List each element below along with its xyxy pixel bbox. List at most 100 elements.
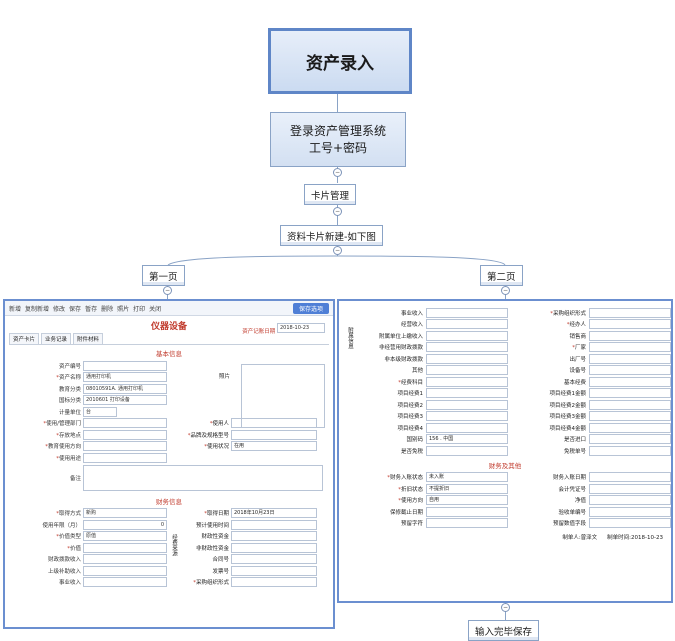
field-input[interactable] [589,434,671,445]
login-topic[interactable]: 登录资产管理系统工号+密码 [270,112,406,167]
field-label: 价值 [9,544,83,552]
field-label: 使用年限（月） [42,522,81,529]
field-input[interactable] [589,483,671,494]
collapse-icon[interactable]: − [501,603,510,612]
field-input[interactable] [589,472,671,483]
collapse-icon[interactable]: − [163,286,172,295]
unit-input[interactable]: 台 [83,406,117,417]
value-input[interactable] [83,542,167,553]
field-input[interactable] [426,330,508,341]
collapse-icon[interactable]: − [333,207,342,216]
procurement-form-select[interactable] [231,577,317,588]
field-input[interactable] [426,399,508,410]
save-options-button[interactable]: 保存选项 [292,302,329,314]
collapse-icon[interactable]: − [501,286,510,295]
field-input[interactable] [426,365,508,376]
field-input[interactable] [426,411,508,422]
nonfiscal-fund-input[interactable] [231,542,317,553]
field-input[interactable] [589,307,671,318]
field-input[interactable]: 156 . 中国 [426,434,508,445]
tab-attachments[interactable]: 附件材料 [73,333,104,344]
tb-close-button[interactable]: 关闭 [149,305,162,313]
field-input[interactable] [589,506,671,517]
field-label: 其他 [411,368,423,375]
value-type-select[interactable]: 原值 [83,531,167,542]
photo-box[interactable] [241,364,325,428]
field-input[interactable] [589,495,671,506]
field-input[interactable]: 自用 [426,495,508,506]
field-input[interactable]: 未入账 [426,472,508,483]
new-card-label: 资料卡片新建-如下图 [287,231,376,243]
gb-class-input[interactable]: 2010601 打印设备 [83,395,167,406]
acquire-date-input[interactable]: 2018年10月23日 [231,508,317,519]
field-input[interactable] [589,388,671,399]
tb-print-button[interactable]: 打印 [133,305,146,313]
root-label: 资产录入 [306,53,374,74]
contract-no-input[interactable] [231,554,317,565]
superior-subsidy-input[interactable] [83,565,167,576]
location-input[interactable] [83,429,167,440]
field-input[interactable]: 不提折旧 [426,483,508,494]
tb-delete-button[interactable]: 删除 [101,305,114,313]
maker-label: 制单人:曾泽文 [562,535,598,541]
field-label: 备注 [69,475,81,482]
tb-new-button[interactable]: 新增 [9,305,22,313]
field-input[interactable] [589,319,671,330]
field-input[interactable] [426,376,508,387]
field-label: 非本级财政拨款 [384,356,423,363]
collapse-icon[interactable]: − [333,246,342,255]
asset-name-input[interactable]: 通用打印机 [83,372,167,383]
asset-no-input[interactable] [83,360,167,371]
edu-class-input[interactable]: 08010591A. 通用打印机 [83,383,167,394]
tb-edit-button[interactable]: 修改 [53,305,66,313]
purpose-input[interactable] [83,452,167,463]
field-input[interactable] [426,319,508,330]
card-mgmt-topic[interactable]: 卡片管理 [304,184,357,205]
collapse-icon[interactable]: − [333,168,342,177]
useful-life-input[interactable]: 0 [83,519,167,530]
tb-photo-button[interactable]: 照片 [117,305,130,313]
tab-asset-card[interactable]: 资产卡片 [9,333,40,344]
fiscal-fund-input[interactable] [231,531,317,542]
field-input[interactable] [589,342,671,353]
field-input[interactable] [589,365,671,376]
root-topic[interactable]: 资产录入 [268,28,412,94]
field-input[interactable] [426,342,508,353]
tb-copy-new-button[interactable]: 复制新增 [25,305,50,313]
acquire-method-select[interactable]: 新购 [83,508,167,519]
field-input[interactable] [426,445,508,456]
field-input[interactable] [426,388,508,399]
status-select[interactable]: 在用 [231,441,317,452]
field-label: 国标分类 [58,398,81,405]
invoice-no-input[interactable] [231,565,317,576]
field-input[interactable] [589,518,671,529]
field-input[interactable] [589,445,671,456]
field-input[interactable] [426,518,508,529]
business-income-input[interactable] [83,577,167,588]
dept-input[interactable] [83,418,167,429]
new-card-topic[interactable]: 资料卡片新建-如下图 [280,225,383,246]
field-input[interactable] [589,399,671,410]
fiscal-appropriation-input[interactable] [83,554,167,565]
page2-topic[interactable]: 第二页 [480,265,523,286]
field-input[interactable] [589,376,671,387]
brand-input[interactable] [231,429,317,440]
field-input[interactable] [426,307,508,318]
field-input[interactable] [589,411,671,422]
field-input[interactable] [589,422,671,433]
field-input[interactable] [589,330,671,341]
field-input[interactable] [426,353,508,364]
field-input[interactable] [589,353,671,364]
remark-textarea[interactable] [83,464,323,491]
date-input[interactable]: 2018-10-23 [277,323,325,333]
tb-save-button[interactable]: 保存 [69,305,82,313]
field-input[interactable] [426,506,508,517]
field-label: 价值类型 [9,532,83,540]
expected-time-input[interactable] [231,519,317,530]
tab-business-record[interactable]: 业务记录 [41,333,72,344]
field-input[interactable] [426,422,508,433]
tb-draft-button[interactable]: 暂存 [85,305,98,313]
page1-topic[interactable]: 第一页 [142,265,185,286]
form2-row: 保修截止日期验收单编号 [339,506,671,518]
edu-direction-input[interactable] [83,441,167,452]
